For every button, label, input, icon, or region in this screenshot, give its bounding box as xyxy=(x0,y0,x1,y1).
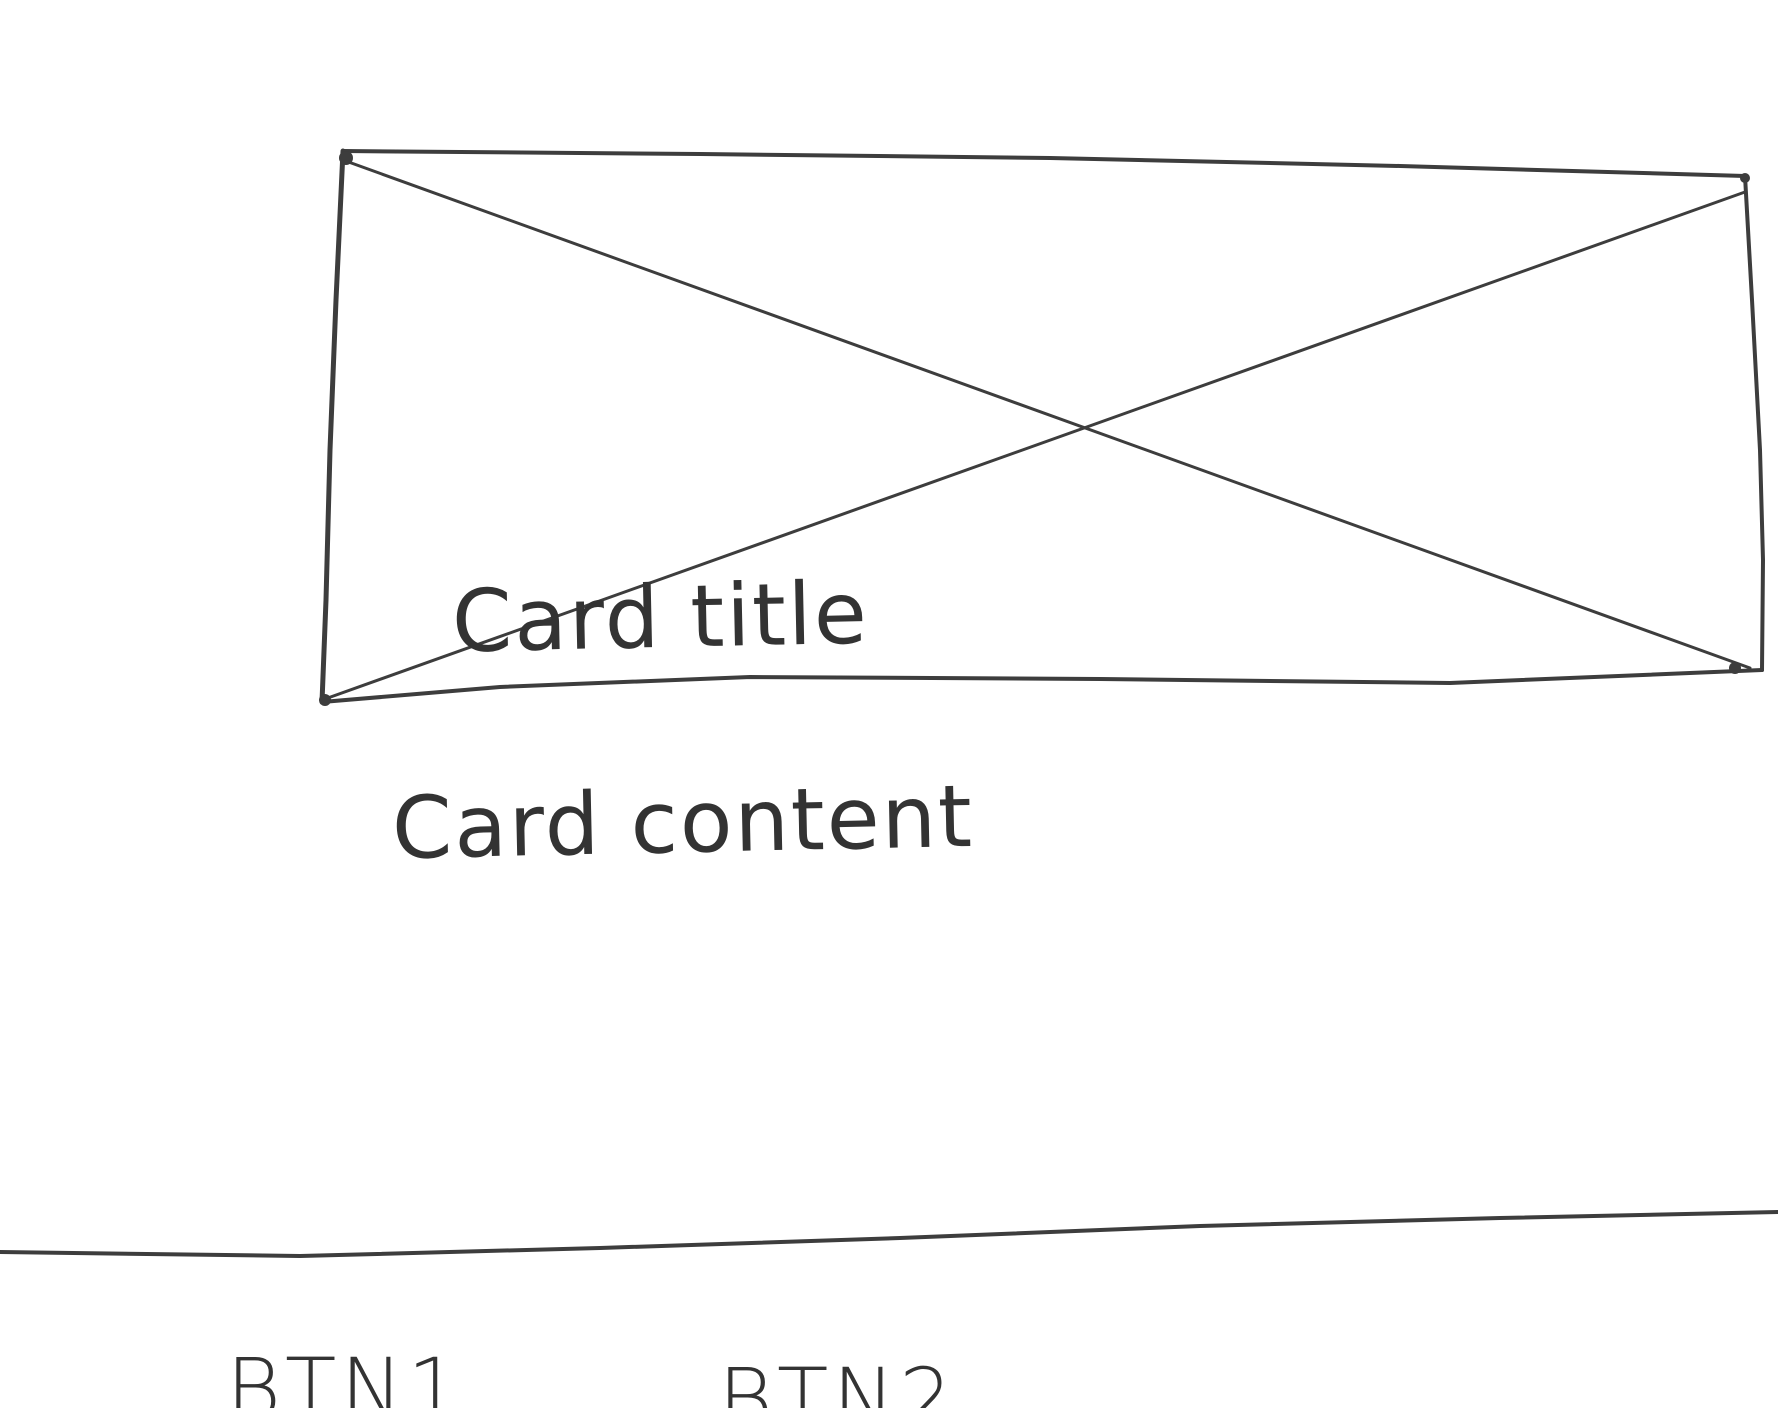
corner-dot-top-left xyxy=(339,151,353,165)
image-placeholder-bottom-edge xyxy=(320,668,1764,704)
image-placeholder-right-edge xyxy=(1743,174,1765,672)
card-image-placeholder xyxy=(319,148,1765,706)
btn2-button[interactable]: BTN2 xyxy=(718,1350,957,1408)
image-placeholder-diagonal-2 xyxy=(323,190,1747,701)
image-placeholder-left-edge xyxy=(319,148,346,705)
card-title: Card title xyxy=(450,563,870,673)
card-content: Card content xyxy=(391,766,975,880)
image-placeholder-diagonal-1 xyxy=(341,158,1752,670)
corner-dot-top-right xyxy=(1740,173,1750,183)
image-placeholder-top-edge xyxy=(341,149,1747,178)
section-divider xyxy=(0,1210,1778,1258)
corner-dot-bottom-left xyxy=(319,694,331,706)
corner-dot-bottom-right xyxy=(1729,662,1741,674)
btn1-button[interactable]: BTN1 xyxy=(226,1340,465,1408)
